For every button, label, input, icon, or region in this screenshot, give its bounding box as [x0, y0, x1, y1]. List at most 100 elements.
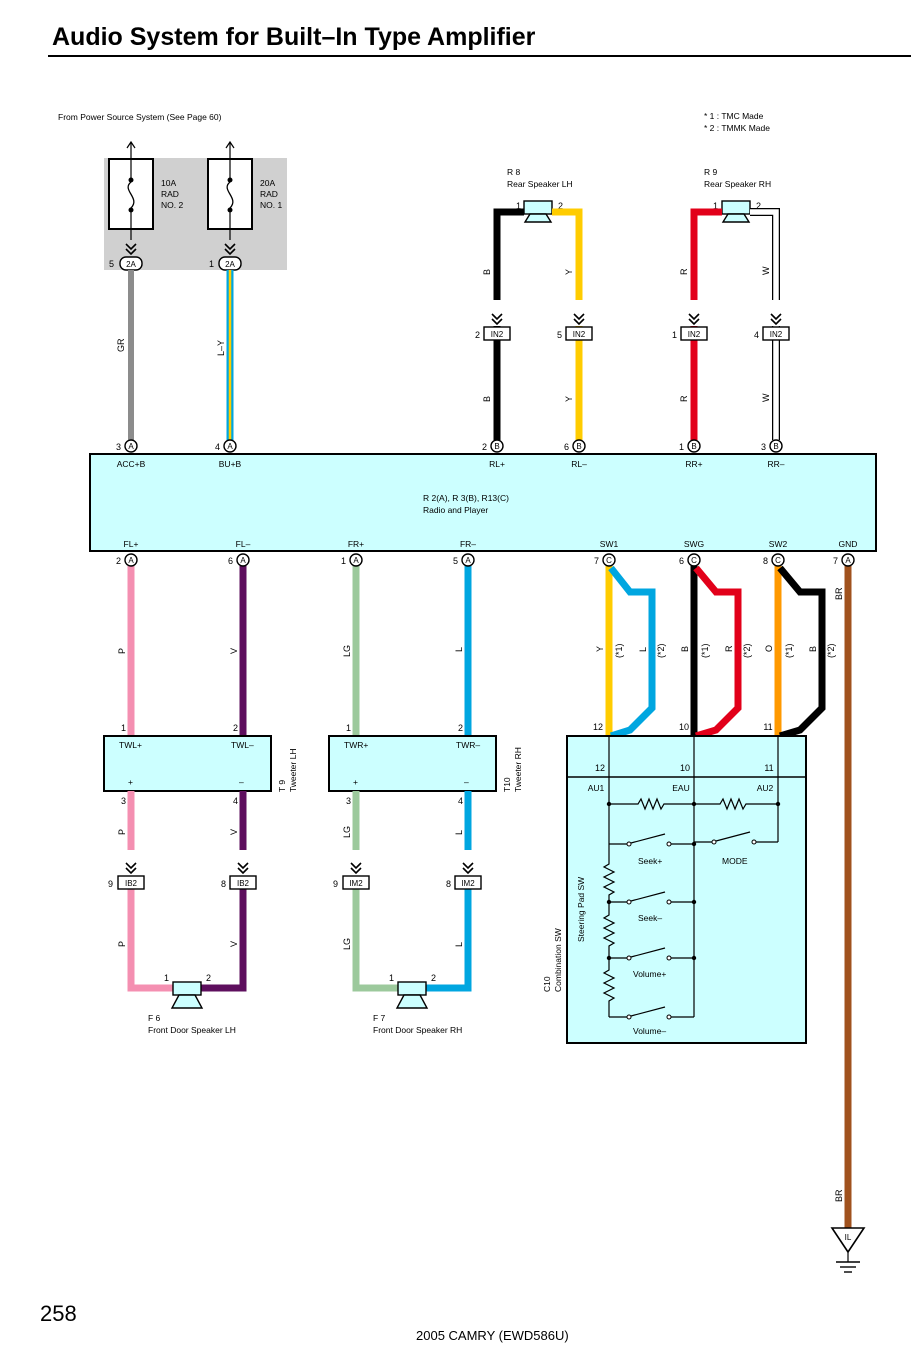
svg-text:L: L [454, 942, 464, 947]
svg-text:A: A [845, 556, 851, 565]
svg-text:P: P [117, 941, 127, 947]
svg-text:BR: BR [834, 1189, 844, 1202]
svg-text:2: 2 [458, 723, 463, 733]
svg-text:C10: C10 [542, 976, 552, 992]
svg-text:–: – [464, 777, 469, 787]
svg-text:2A: 2A [126, 260, 136, 269]
svg-text:ACC+B: ACC+B [117, 459, 146, 469]
svg-text:1: 1 [679, 442, 684, 452]
tweeter-lh: 1 2 TWL+ TWL– + – 3 4 T 9 Tweeter LH [103, 723, 298, 806]
svg-text:RL+: RL+ [489, 459, 505, 469]
svg-text:B: B [494, 442, 499, 451]
svg-text:R: R [679, 268, 689, 275]
svg-text:FL–: FL– [236, 539, 251, 549]
svg-text:(*2): (*2) [656, 643, 666, 658]
svg-text:2: 2 [233, 723, 238, 733]
fuse-rad-no1: 20A RAD NO. 1 [207, 140, 282, 255]
svg-text:Steering Pad SW: Steering Pad SW [576, 877, 586, 942]
svg-text:RAD: RAD [161, 189, 179, 199]
svg-text:(*2): (*2) [742, 643, 752, 658]
svg-text:IB2: IB2 [125, 879, 138, 888]
svg-text:SW2: SW2 [769, 539, 788, 549]
svg-text:AU1: AU1 [588, 783, 605, 793]
svg-text:LG: LG [342, 938, 352, 950]
svg-text:(*1): (*1) [700, 643, 710, 658]
svg-text:FL+: FL+ [124, 539, 139, 549]
wire-rl-plus [493, 208, 524, 440]
svg-text:11: 11 [763, 722, 772, 732]
svg-text:Rear Speaker LH: Rear Speaker LH [507, 179, 573, 189]
svg-text:L: L [638, 647, 648, 652]
svg-text:IM2: IM2 [461, 879, 475, 888]
switch-wires [605, 565, 826, 740]
svg-text:B: B [576, 442, 581, 451]
svg-text:(*1): (*1) [784, 643, 794, 658]
page-title: Audio System for Built–In Type Amplifier [52, 23, 536, 51]
svg-text:B: B [482, 396, 492, 402]
svg-text:1: 1 [346, 723, 351, 733]
svg-text:BU+B: BU+B [219, 459, 242, 469]
svg-text:12: 12 [595, 763, 605, 773]
svg-text:B: B [680, 646, 690, 652]
wire-rl-minus [552, 208, 583, 440]
svg-text:EAU: EAU [672, 783, 689, 793]
svg-text:C: C [691, 556, 697, 565]
svg-text:P: P [117, 648, 127, 654]
svg-text:Front Door Speaker LH: Front Door Speaker LH [148, 1025, 236, 1035]
svg-text:RR–: RR– [767, 459, 784, 469]
svg-text:R: R [724, 645, 734, 652]
svg-text:6: 6 [228, 556, 233, 566]
svg-text:1: 1 [209, 259, 214, 269]
svg-text:TWL+: TWL+ [119, 740, 142, 750]
svg-text:12: 12 [593, 722, 603, 732]
svg-text:Combination SW: Combination SW [553, 928, 563, 992]
svg-text:20A: 20A [260, 178, 275, 188]
svg-text:6: 6 [679, 556, 684, 566]
svg-text:8: 8 [446, 879, 451, 889]
svg-text:NO. 2: NO. 2 [161, 200, 183, 210]
svg-text:1: 1 [672, 330, 677, 340]
svg-text:Volume–: Volume– [633, 1026, 666, 1036]
svg-text:Tweeter LH: Tweeter LH [288, 749, 298, 792]
svg-text:MODE: MODE [722, 856, 748, 866]
svg-text:RL–: RL– [571, 459, 587, 469]
svg-text:3: 3 [121, 796, 126, 806]
svg-text:Y: Y [564, 396, 574, 402]
page-number: 258 [40, 1301, 77, 1326]
radio-id: R 2(A), R 3(B), R13(C) [423, 493, 509, 503]
svg-text:8: 8 [763, 556, 768, 566]
svg-text:2: 2 [475, 330, 480, 340]
svg-text:R 9: R 9 [704, 167, 718, 177]
rear-speaker-rh: R 9 Rear Speaker RH 1 2 [704, 167, 771, 223]
svg-text:IL: IL [845, 1233, 852, 1242]
svg-text:1: 1 [121, 723, 126, 733]
svg-text:TWR–: TWR– [456, 740, 480, 750]
svg-text:6: 6 [564, 442, 569, 452]
svg-text:A: A [128, 556, 134, 565]
svg-text:F 6: F 6 [148, 1013, 161, 1023]
svg-text:2: 2 [116, 556, 121, 566]
svg-text:AU2: AU2 [757, 783, 774, 793]
svg-text:SWG: SWG [684, 539, 704, 549]
power-source-note: From Power Source System (See Page 60) [58, 112, 222, 122]
svg-text:10A: 10A [161, 178, 176, 188]
svg-text:RAD: RAD [260, 189, 278, 199]
svg-text:NO. 1: NO. 1 [260, 200, 282, 210]
svg-text:Y: Y [595, 646, 605, 652]
svg-text:A: A [128, 442, 134, 451]
svg-text:Tweeter RH: Tweeter RH [513, 747, 523, 792]
svg-text:7: 7 [594, 556, 599, 566]
svg-text:4: 4 [215, 442, 220, 452]
svg-text:T10: T10 [502, 777, 512, 792]
svg-text:IN2: IN2 [688, 330, 701, 339]
svg-text:R 8: R 8 [507, 167, 521, 177]
svg-text:7: 7 [833, 556, 838, 566]
svg-text:+: + [353, 777, 358, 787]
svg-text:IN2: IN2 [770, 330, 783, 339]
svg-text:FR+: FR+ [348, 539, 364, 549]
svg-text:2: 2 [558, 201, 563, 211]
radio-bottom-labels: FL+ FL– FR+ FR– SW1 SWG SW2 GND [124, 539, 858, 549]
wire-rr-plus [690, 208, 722, 440]
svg-text:4: 4 [458, 796, 463, 806]
